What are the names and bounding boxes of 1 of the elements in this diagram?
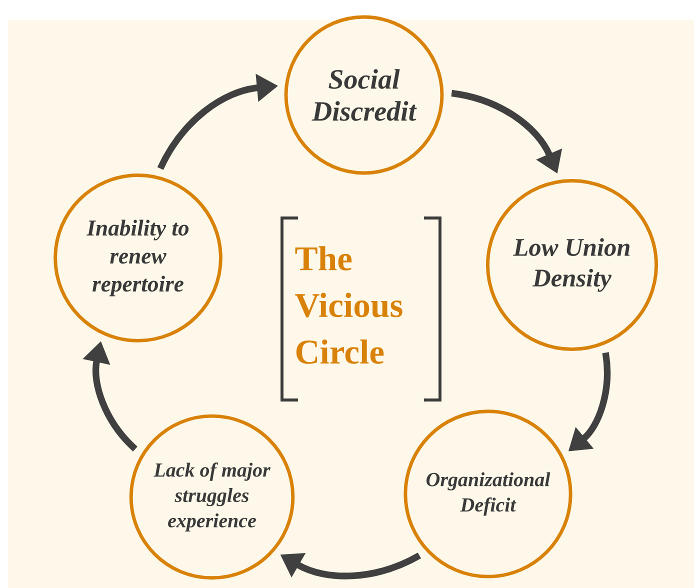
title: The Vicious Circle (295, 246, 402, 364)
